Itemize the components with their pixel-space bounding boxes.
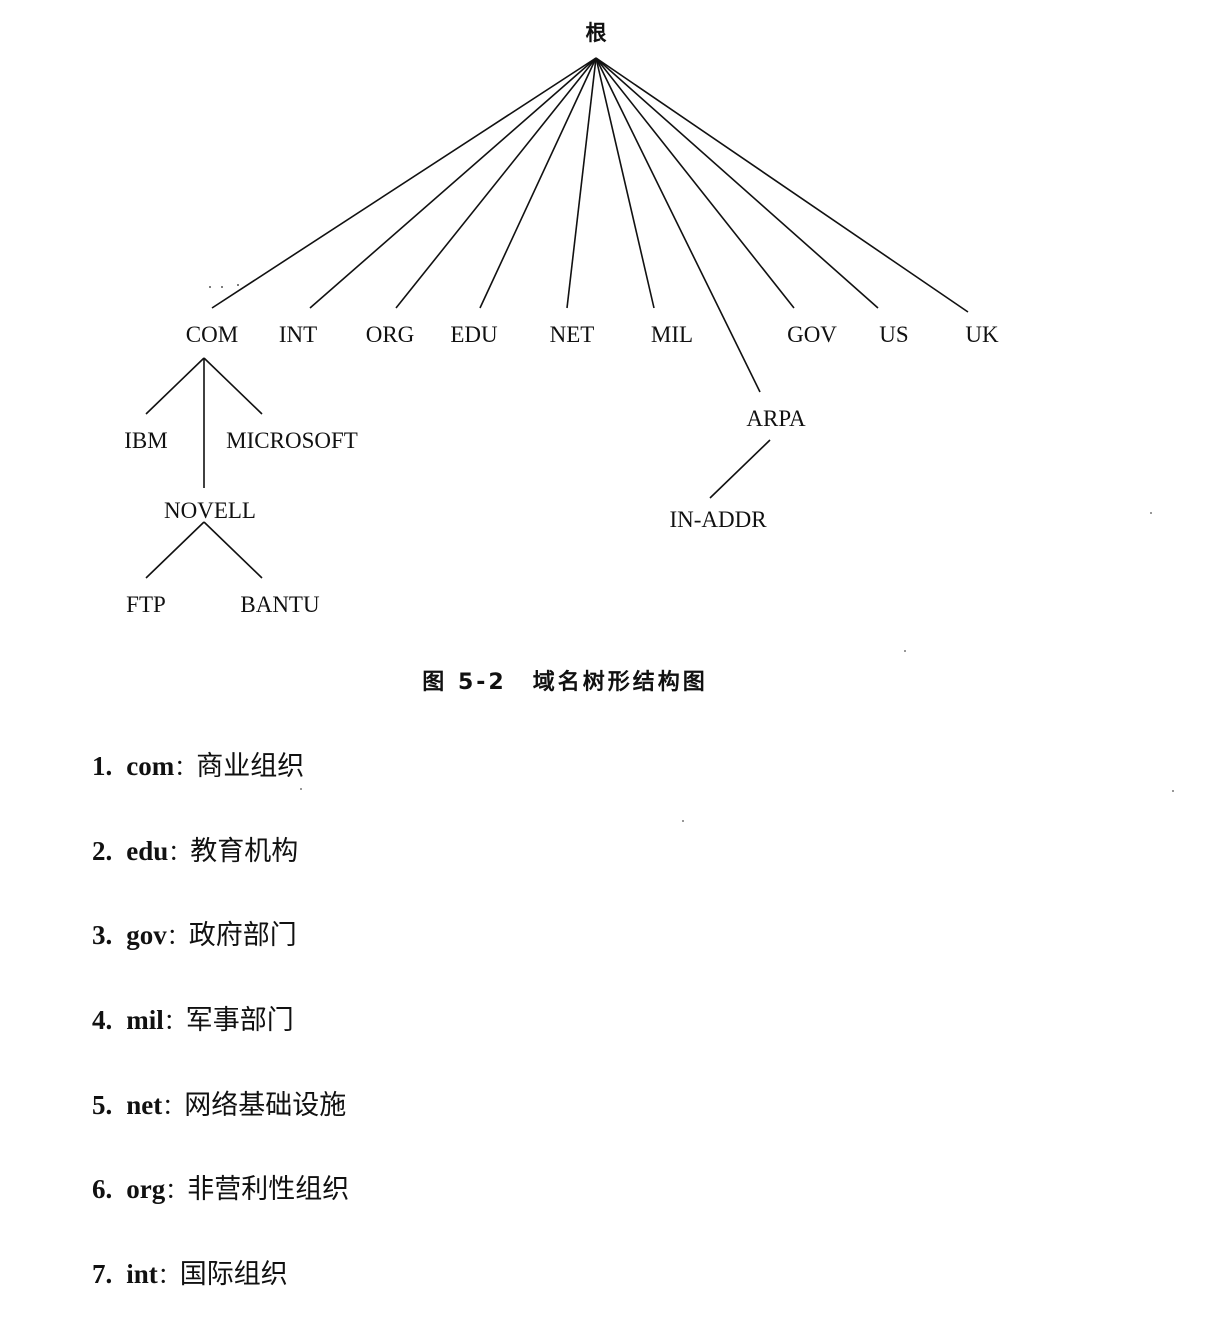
list-item-separator: ： <box>157 1264 180 1290</box>
node-gov: GOV <box>787 322 837 347</box>
list-item-description: 军事部门 <box>185 1005 294 1037</box>
list-item-description: 教育机构 <box>190 835 299 867</box>
list-item-index: 2. <box>92 835 113 866</box>
edge-root-int <box>309 57 597 309</box>
node-microsoft: MICROSOFT <box>226 428 358 453</box>
list-item: 5. net：网络基础设施 <box>92 1087 349 1172</box>
list-item-code: mil <box>126 1005 164 1036</box>
list-item: 2. edu：教育机构 <box>92 833 349 918</box>
scan-speck <box>1172 790 1174 792</box>
list-item-index: 7. <box>92 1259 113 1290</box>
list-item-code: gov <box>126 920 167 951</box>
edge-arpa-inaddr <box>709 439 771 499</box>
list-item-description: 政府部门 <box>188 920 297 952</box>
node-uk: UK <box>965 322 999 347</box>
document-page: 根 COM INT ORG EDU NET MIL ARPA GOV US UK <box>0 21 1174 1290</box>
node-edu: EDU <box>450 322 498 347</box>
node-net: NET <box>550 322 595 347</box>
node-ftp: FTP <box>126 592 166 617</box>
list-item-code: org <box>126 1174 166 1205</box>
list-item-code: net <box>126 1089 163 1120</box>
list-item-separator: ： <box>165 1179 188 1205</box>
edge-root-com <box>211 57 597 309</box>
node-in-addr: IN-ADDR <box>669 507 767 532</box>
figure-number: 图 5-2 <box>422 670 507 695</box>
list-item-separator: ： <box>174 756 197 781</box>
edge-com-microsoft <box>203 357 263 415</box>
list-item-code: com <box>126 751 175 781</box>
scan-speck <box>300 788 302 790</box>
edge-root-net <box>566 57 597 309</box>
list-item-separator: ： <box>168 840 191 866</box>
edge-root-mil <box>595 57 655 309</box>
list-item-description: 商业组织 <box>196 751 305 782</box>
edge-root-uk <box>595 57 969 313</box>
list-item-index: 6. <box>92 1174 113 1205</box>
list-item: 3. gov：政府部门 <box>92 917 349 1002</box>
edge-novell-ftp <box>145 521 205 579</box>
edge-root-us <box>595 57 879 309</box>
root-edges <box>211 57 969 393</box>
list-item-description: 非营利性组织 <box>187 1174 350 1206</box>
node-us: US <box>879 322 908 347</box>
list-item-index: 4. <box>92 1005 113 1036</box>
com-subtree: IBM NOVELL MICROSOFT FTP BANTU <box>124 357 358 617</box>
list-item: 1. com：商业组织 <box>92 748 349 833</box>
tld-list: 1.com：商业组织 2.edu：教育机构 3.gov：政府部门 4.mil：军… <box>92 748 349 1341</box>
scan-speck <box>904 650 906 652</box>
list-item-index: 1. <box>92 751 113 781</box>
list-item-index: 5. <box>92 1089 113 1120</box>
edge-com-ibm <box>145 357 205 415</box>
tree-root-label: 根 <box>586 21 607 45</box>
scan-speck <box>1150 512 1152 514</box>
list-item: 6. org：非营利性组织 <box>92 1171 349 1256</box>
node-org: ORG <box>366 322 415 347</box>
node-arpa: ARPA <box>746 406 806 431</box>
edge-root-gov <box>595 57 795 309</box>
node-bantu: BANTU <box>240 592 320 617</box>
scan-marks <box>209 284 239 288</box>
list-item-separator: ： <box>162 1094 185 1120</box>
domain-tree-diagram: 根 COM INT ORG EDU NET MIL ARPA GOV US UK <box>124 21 999 617</box>
figure-title: 域名树形结构图 <box>532 670 708 695</box>
node-novell: NOVELL <box>164 498 256 523</box>
edge-root-org <box>395 57 597 309</box>
edge-root-edu <box>479 57 597 309</box>
arpa-subtree: IN-ADDR <box>669 439 771 532</box>
scan-speck <box>682 820 684 822</box>
edge-root-arpa <box>595 57 761 393</box>
edge-novell-bantu <box>203 521 263 579</box>
list-item-code: int <box>126 1259 158 1290</box>
list-item-code: edu <box>126 835 169 866</box>
node-ibm: IBM <box>124 428 167 453</box>
figure-caption: 图 5-2 域名树形结构图 <box>0 664 1130 696</box>
top-level-labels: COM INT ORG EDU NET MIL ARPA GOV US UK <box>186 322 999 431</box>
node-mil: MIL <box>651 322 693 347</box>
list-item-separator: ： <box>166 925 189 951</box>
node-com: COM <box>186 322 238 347</box>
list-item: 7. int：国际组织 <box>92 1256 349 1341</box>
list-item-description: 网络基础设施 <box>184 1089 347 1121</box>
list-item-index: 3. <box>92 920 113 951</box>
node-int: INT <box>279 322 317 347</box>
list-item-separator: ： <box>163 1010 186 1036</box>
list-item: 4. mil：军事部门 <box>92 1002 349 1087</box>
list-item-description: 国际组织 <box>179 1259 288 1291</box>
